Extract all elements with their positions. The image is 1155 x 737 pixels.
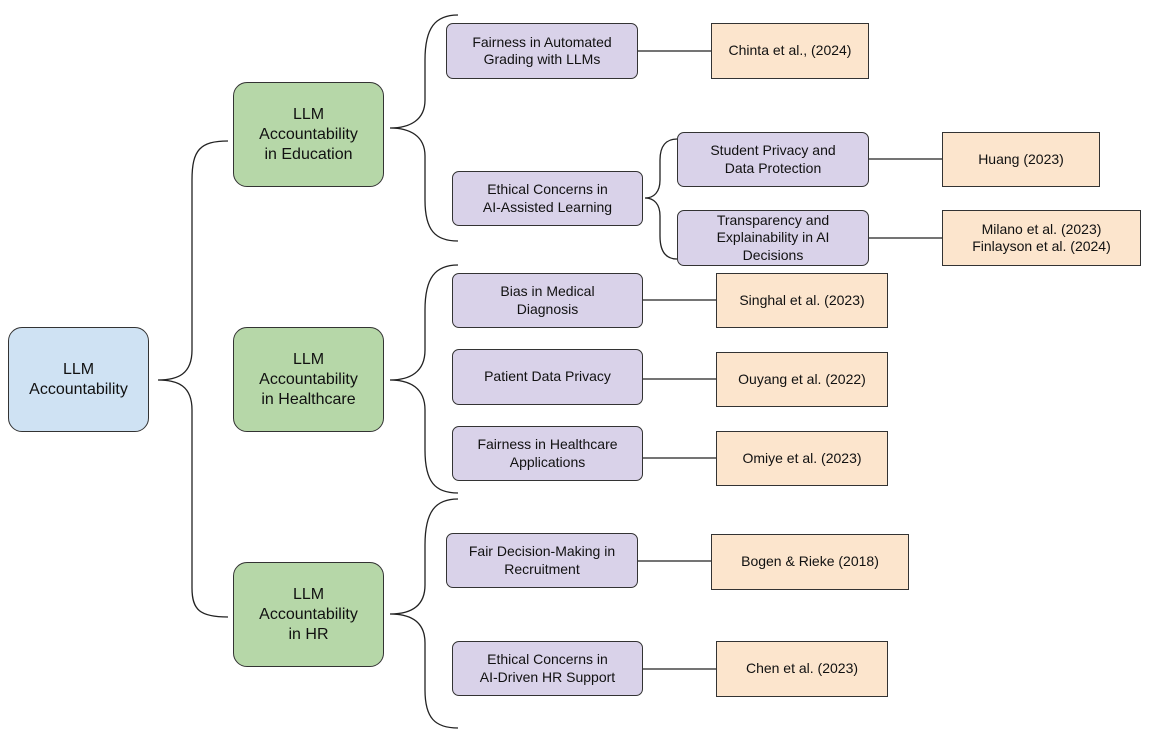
- root-node: LLM Accountability: [8, 327, 149, 432]
- reference-singhal: Singhal et al. (2023): [716, 273, 888, 328]
- root-bracket: [157, 140, 229, 618]
- topic-patient-privacy: Patient Data Privacy: [452, 349, 643, 405]
- reference-chinta: Chinta et al., (2024): [711, 23, 869, 79]
- reference-chen: Chen et al. (2023): [716, 641, 888, 697]
- education-bracket: [389, 14, 459, 242]
- topic-bias-medical: Bias in Medical Diagnosis: [452, 273, 643, 328]
- topic-ethical-learning: Ethical Concerns in AI-Assisted Learning: [452, 171, 643, 226]
- topic-fairness-healthcare: Fairness in Healthcare Applications: [452, 426, 643, 481]
- topic-student-privacy: Student Privacy and Data Protection: [677, 132, 869, 187]
- reference-bogen: Bogen & Rieke (2018): [711, 534, 909, 590]
- topic-ethical-hr: Ethical Concerns in AI-Driven HR Support: [452, 641, 643, 696]
- hr-bracket: [389, 498, 459, 729]
- healthcare-bracket: [389, 264, 459, 494]
- reference-omiye: Omiye et al. (2023): [716, 431, 888, 486]
- topic-fairness-grading: Fairness in Automated Grading with LLMs: [446, 23, 638, 79]
- topic-fair-recruitment: Fair Decision-Making in Recruitment: [446, 533, 638, 588]
- category-healthcare: LLM Accountability in Healthcare: [233, 327, 384, 432]
- reference-milano-finlayson: Milano et al. (2023) Finlayson et al. (2…: [942, 210, 1141, 266]
- category-education: LLM Accountability in Education: [233, 82, 384, 187]
- reference-ouyang: Ouyang et al. (2022): [716, 352, 888, 407]
- reference-huang: Huang (2023): [942, 132, 1100, 187]
- ethical-learning-bracket: [644, 138, 678, 260]
- topic-transparency: Transparency and Explainability in AI De…: [677, 210, 869, 266]
- category-hr: LLM Accountability in HR: [233, 562, 384, 667]
